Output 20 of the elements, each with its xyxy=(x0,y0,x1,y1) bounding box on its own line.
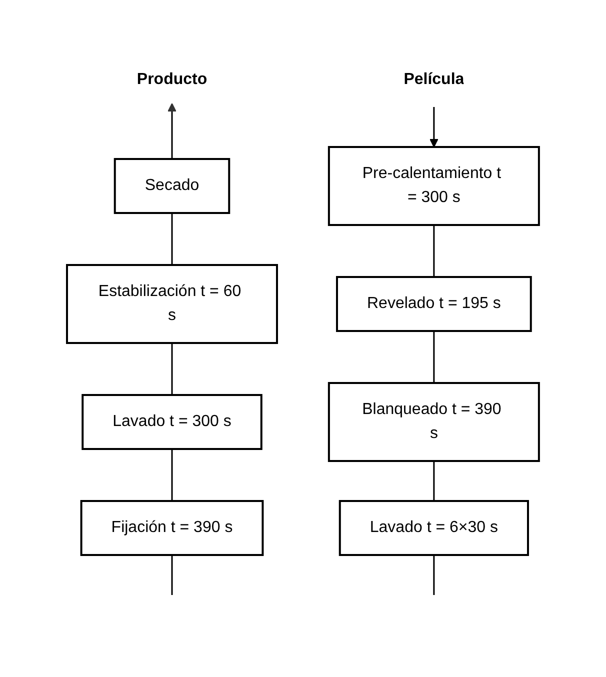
connector xyxy=(171,342,173,394)
connector xyxy=(433,330,435,382)
arrow xyxy=(168,102,176,158)
connector xyxy=(171,212,173,264)
node-box: Lavado t = 6×30 s xyxy=(338,500,530,556)
connector xyxy=(171,554,173,594)
connector xyxy=(171,448,173,500)
arrow xyxy=(430,106,438,147)
node-box: Revelado t = 195 s xyxy=(336,276,532,332)
connector xyxy=(433,224,435,276)
node-text: Producto xyxy=(136,70,208,88)
node-box: Blanqueado t = 390 s xyxy=(328,382,540,462)
node-box: Secado xyxy=(114,158,230,214)
node-box: Estabilización t = 60 s xyxy=(66,264,278,344)
node-box: Lavado t = 300 s xyxy=(82,394,262,450)
connector xyxy=(433,554,435,594)
node-box: Pre-calentamiento t = 300 s xyxy=(328,146,540,226)
connector xyxy=(433,460,435,500)
node-box: Fijación t = 390 s xyxy=(80,500,264,556)
node-text: Película xyxy=(404,70,464,88)
